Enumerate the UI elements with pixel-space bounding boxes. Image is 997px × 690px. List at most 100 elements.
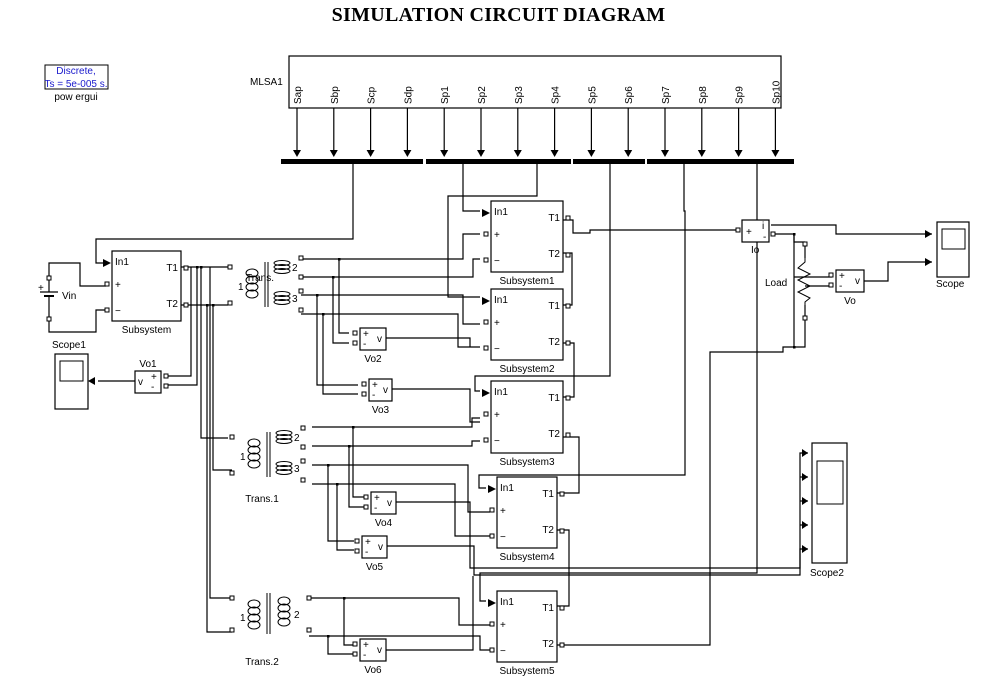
current-measurement-io[interactable]: + i - Io <box>735 219 776 256</box>
voltmeter-minus: - <box>839 281 842 292</box>
arrow-icon <box>513 150 522 157</box>
subsystem-port-t1: T1 <box>542 489 554 500</box>
subsystem-port-t1: T1 <box>548 393 560 404</box>
arrow-icon <box>661 150 669 157</box>
mlsa-output-label: Sp5 <box>587 86 598 104</box>
voltmeter-minus: - <box>151 382 154 393</box>
subsystem-port-in1: In1 <box>494 207 508 218</box>
scope1-block[interactable]: Scope1 <box>52 340 95 410</box>
subsystem-port-in1: In1 <box>494 387 508 398</box>
in1-arrow-icon <box>488 485 496 493</box>
subsystem-label: Subsystem5 <box>499 666 554 677</box>
powergui-block[interactable]: Discrete, Ts = 5e-005 s. pow ergui <box>44 64 109 103</box>
voltmeter-out: v <box>378 542 383 553</box>
mlsa-output-sp3[interactable]: Sp3 <box>513 86 525 157</box>
mlsa-output-sp6[interactable]: Sp6 <box>624 86 635 157</box>
subsystem-label: Subsystem2 <box>499 364 554 375</box>
mlsa-output-sdp[interactable]: Sdp <box>403 86 414 157</box>
demux-bus-2 <box>426 159 571 164</box>
winding-2-label: 2 <box>294 433 300 444</box>
in1-arrow-icon <box>482 297 490 305</box>
io-plus: + <box>746 227 752 238</box>
arrow-icon <box>440 150 449 157</box>
voltmeter-out: v <box>377 334 382 345</box>
voltage-measurement-vo[interactable]: +-vVo <box>828 269 865 307</box>
junctions <box>196 233 796 638</box>
subsystem-port-in1: In1 <box>500 597 514 608</box>
mlsa-output-sap[interactable]: Sap <box>293 86 304 157</box>
voltmeter-plus: + <box>151 372 157 383</box>
arrow-icon <box>477 150 485 157</box>
voltmeter-out: v <box>383 385 388 396</box>
subsystem-port-t2: T2 <box>542 639 554 650</box>
subsystem-label: Subsystem <box>122 325 171 336</box>
voltmeter-out: v <box>855 276 860 287</box>
subsystem-port-t2: T2 <box>548 249 560 260</box>
arrow-icon <box>771 150 780 157</box>
subsystem-port-minus: − <box>115 306 121 317</box>
voltmeter-out: v <box>377 645 382 656</box>
mlsa-output-scp[interactable]: Scp <box>366 86 378 157</box>
mlsa-output-sp2[interactable]: Sp2 <box>477 86 488 157</box>
subsystem-port-t2: T2 <box>542 525 554 536</box>
mlsa-output-sp5[interactable]: Sp5 <box>587 86 598 157</box>
voltmeter-label: Vo2 <box>364 354 382 365</box>
mlsa-output-label: Sp1 <box>440 86 451 104</box>
mlsa-output-sp4[interactable]: Sp4 <box>550 86 562 157</box>
demux-bus-3 <box>573 159 645 164</box>
mlsa-output-sp7[interactable]: Sp7 <box>661 86 672 157</box>
mlsa-output-sbp[interactable]: Sbp <box>329 86 341 157</box>
subsystem-port-minus: − <box>494 256 500 267</box>
voltmeter-minus: - <box>374 503 377 514</box>
winding-2-label: 2 <box>292 263 298 274</box>
voltmeter-minus: - <box>372 390 375 401</box>
mlsa-output-label: Sp10 <box>771 80 782 104</box>
mlsa-output-sp9[interactable]: Sp9 <box>734 86 746 157</box>
mlsa1-label: MLSA1 <box>250 77 283 88</box>
mlsa-output-label: Sp7 <box>661 86 672 104</box>
mlsa-output-sp10[interactable]: Sp10 <box>771 80 782 157</box>
transformer-label: Trans.2 <box>245 657 279 668</box>
powergui-sample-time: Ts = 5e-005 s. <box>44 79 107 90</box>
mlsa1-block[interactable]: MLSA1 Sap Sbp Scp Sdp Sp1 Sp2 Sp3 Sp4 Sp5 Sp6 Sp7 S… <box>250 55 782 157</box>
subsystem-port-plus: + <box>115 280 121 291</box>
mlsa-output-sp1[interactable]: Sp1 <box>440 86 451 157</box>
subsystem-label: Subsystem3 <box>499 457 554 468</box>
arrow-icon <box>550 150 559 157</box>
subsystem-port-plus: + <box>500 506 506 517</box>
subsystem-port-minus: − <box>500 646 506 657</box>
voltmeter-label: Vo6 <box>364 665 382 676</box>
scope2-label: Scope2 <box>810 568 844 579</box>
subsystem-port-t1: T1 <box>548 301 560 312</box>
scope2-block[interactable]: Scope2 <box>802 442 848 579</box>
mlsa-output-sp8[interactable]: Sp8 <box>697 86 709 157</box>
subsystem-port-t2: T2 <box>548 429 560 440</box>
winding-3-label: 3 <box>294 464 300 475</box>
in1-arrow-icon <box>482 209 490 217</box>
scope-block[interactable]: Scope <box>925 221 970 290</box>
winding-1-label: 1 <box>238 282 244 293</box>
transformer-label: Trans. <box>246 273 274 284</box>
dc-source-vin[interactable]: + Vin <box>38 275 76 322</box>
load-resistor[interactable]: Load <box>765 241 812 321</box>
voltmeter-plus: + <box>374 493 380 504</box>
subsystem-port-t2: T2 <box>548 337 560 348</box>
vin-label: Vin <box>62 291 76 302</box>
io-out: i <box>762 221 764 232</box>
